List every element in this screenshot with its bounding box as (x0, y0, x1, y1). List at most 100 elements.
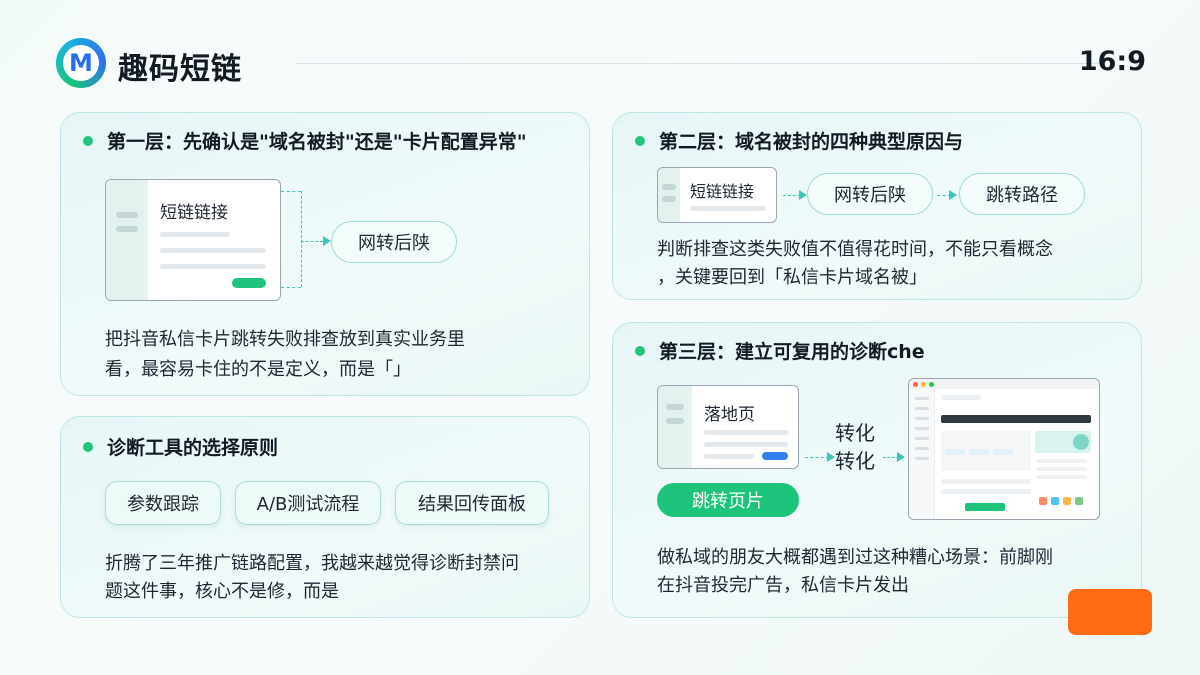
card-text-line: 做私域的朋友大概都遇到过这种糟心场景：前脚刚 (657, 547, 1053, 568)
connector (783, 195, 801, 196)
dashboard-line (941, 489, 1031, 494)
card-text-line: 在抖音投完广告，私信卡片发出 (657, 575, 909, 596)
connector (937, 195, 951, 196)
placeholder-line (160, 264, 266, 269)
conversion-label: 转化 (835, 449, 875, 473)
short-link-window: 短链链接 (105, 179, 281, 301)
jump-page-button[interactable]: 跳转页片 (657, 483, 799, 517)
sidebar-bar (116, 226, 138, 232)
orange-corner-block (1068, 589, 1152, 635)
minimize-dot-icon (921, 382, 926, 387)
dashboard-nav-bar (941, 415, 1091, 423)
arrow-right-icon (827, 452, 835, 462)
logo-icon: M (56, 38, 106, 88)
card-text-line: 判断排查这类失败值不值得花时间，不能只看概念 (657, 239, 1053, 260)
card-title: 诊断工具的选择原则 (83, 433, 278, 460)
placeholder-line (704, 454, 754, 459)
arrow-right-icon (799, 190, 807, 200)
window-sidebar (658, 386, 692, 468)
sidebar-bar (915, 407, 929, 410)
sidebar-bar (915, 447, 929, 450)
arrow-right-icon (897, 452, 905, 462)
app-tile-icon (1063, 497, 1071, 505)
placeholder-line (704, 442, 788, 447)
window-action-button[interactable] (232, 278, 266, 288)
pill-label: 跳转路径 (959, 173, 1085, 215)
card-tool-principles: 诊断工具的选择原则 参数跟踪 A/B测试流程 结果回传面板 折腾了三年推广链路配… (60, 416, 590, 618)
card-title: 第一层：先确认是"域名被封"还是"卡片配置异常" (83, 127, 527, 154)
card-layer-one: 第一层：先确认是"域名被封"还是"卡片配置异常" 短链链接 网转后陕 把抖音私信… (60, 112, 590, 396)
dashboard-screenshot (908, 378, 1100, 520)
dashboard-sidebar (909, 389, 935, 519)
landing-page-window: 落地页 (657, 385, 799, 469)
dashboard-submit-button (965, 503, 1005, 511)
dashboard-line (1037, 475, 1087, 479)
bullet-icon (83, 441, 93, 452)
placeholder-line (690, 206, 766, 211)
maximize-dot-icon (929, 382, 934, 387)
sidebar-bar (666, 404, 684, 410)
placeholder-line (160, 232, 230, 237)
card-title: 第二层：域名被封的四种典型原因与 (635, 127, 963, 154)
arrow-right-icon (949, 190, 957, 200)
short-link-window: 短链链接 (657, 167, 777, 223)
placeholder-line (704, 430, 788, 435)
sidebar-bar (915, 397, 929, 400)
app-tile-icon (1075, 497, 1083, 505)
app-tile-icon (1039, 497, 1047, 505)
aspect-ratio-label: 16:9 (1078, 46, 1146, 77)
arrow-right-icon (323, 236, 331, 246)
tag-param-tracking[interactable]: 参数跟踪 (105, 481, 221, 525)
connector (281, 191, 301, 192)
window-label: 短链链接 (160, 203, 228, 223)
card-title-text: 第三层：建立可复用的诊断che (659, 341, 925, 363)
dashboard-chart-icon (1073, 434, 1089, 450)
dashboard-line (941, 479, 1031, 484)
dashboard-line (1037, 459, 1087, 463)
window-titlebar (909, 379, 1099, 389)
window-sidebar (658, 168, 680, 222)
card-title-text: 第二层：域名被封的四种典型原因与 (659, 131, 964, 153)
connector (805, 457, 829, 458)
connector (281, 287, 301, 288)
window-label: 短链链接 (690, 182, 755, 201)
bullet-icon (635, 135, 645, 146)
connector (883, 457, 899, 458)
bullet-icon (635, 345, 645, 356)
sidebar-bar (662, 184, 676, 190)
window-action-button[interactable] (762, 452, 788, 460)
sidebar-bar (915, 417, 929, 420)
connector (301, 191, 302, 287)
pill-label: 网转后陕 (807, 173, 933, 215)
card-title: 第三层：建立可复用的诊断che (635, 337, 925, 364)
card-title-text: 第一层：先确认是"域名被封"还是"卡片配置异常" (107, 131, 527, 153)
pill-label: 网转后陕 (331, 221, 457, 263)
sidebar-bar (915, 437, 929, 440)
card-text-line: 看，最容易卡住的不是定义，而是「」 (105, 359, 411, 380)
window-sidebar (106, 180, 148, 300)
placeholder-line (160, 248, 266, 253)
connector (301, 241, 323, 242)
dashboard-field (993, 449, 1013, 455)
dashboard-field (969, 449, 989, 455)
dashboard-field (945, 449, 965, 455)
card-text-line: 把抖音私信卡片跳转失败排查放到真实业务里 (105, 329, 465, 350)
dashboard-heading-bar (941, 395, 981, 400)
sidebar-bar (915, 427, 929, 430)
card-text-line: 题这件事，核心不是修，而是 (105, 581, 339, 602)
header: M 趣码短链 16:9 (56, 38, 1146, 88)
bullet-icon (83, 135, 93, 146)
card-text-line: 折腾了三年推广链路配置，我越来越觉得诊断封禁问 (105, 553, 519, 574)
tag-ab-testing[interactable]: A/B测试流程 (235, 481, 381, 525)
card-text-line: ，关键要回到「私信卡片域名被」 (657, 267, 927, 288)
brand-name: 趣码短链 (118, 52, 242, 87)
app-tile-icon (1051, 497, 1059, 505)
tag-result-panel[interactable]: 结果回传面板 (395, 481, 549, 525)
window-label: 落地页 (704, 405, 755, 425)
close-dot-icon (913, 382, 918, 387)
sidebar-bar (116, 212, 138, 218)
conversion-label: 转化 (835, 421, 875, 445)
header-divider (296, 63, 1106, 64)
card-layer-two: 第二层：域名被封的四种典型原因与 短链链接 网转后陕 跳转路径 判断排查这类失败… (612, 112, 1142, 300)
sidebar-bar (915, 457, 929, 460)
